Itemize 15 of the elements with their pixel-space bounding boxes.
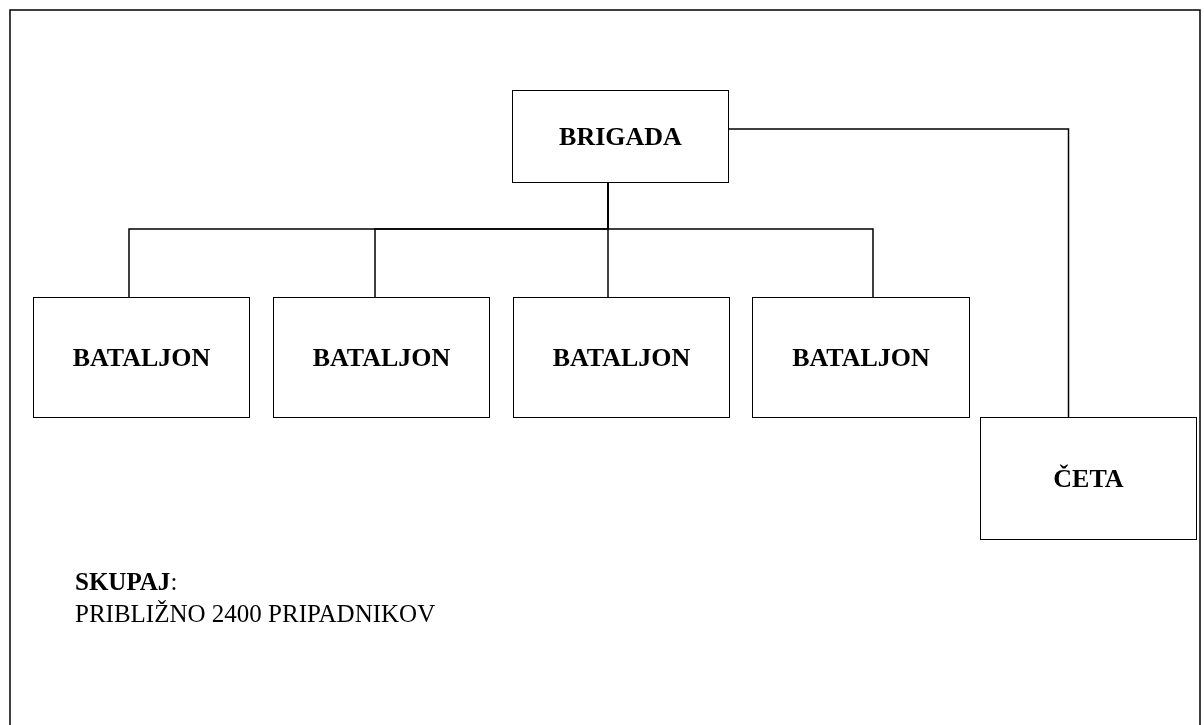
unit-box [980, 417, 1197, 540]
summary-note: PRIBLIŽNO 2400 PRIPADNIKOV [75, 600, 436, 628]
unit-name: BATALJON [792, 342, 930, 373]
summary-heading: SKUPAJ: [75, 568, 178, 596]
unit-box [33, 297, 250, 418]
connector-line [728, 128, 1070, 418]
unit-name: BATALJON [72, 342, 211, 373]
unit-name: BATALJON [552, 342, 691, 373]
unit-name: ČETA [1053, 463, 1124, 494]
unit-box [273, 297, 490, 418]
unit-box [513, 297, 730, 418]
unit-name: BRIGADA [559, 121, 682, 152]
unit-name: BATALJON [312, 342, 451, 373]
unit-box [512, 90, 729, 183]
unit-box [752, 297, 970, 418]
